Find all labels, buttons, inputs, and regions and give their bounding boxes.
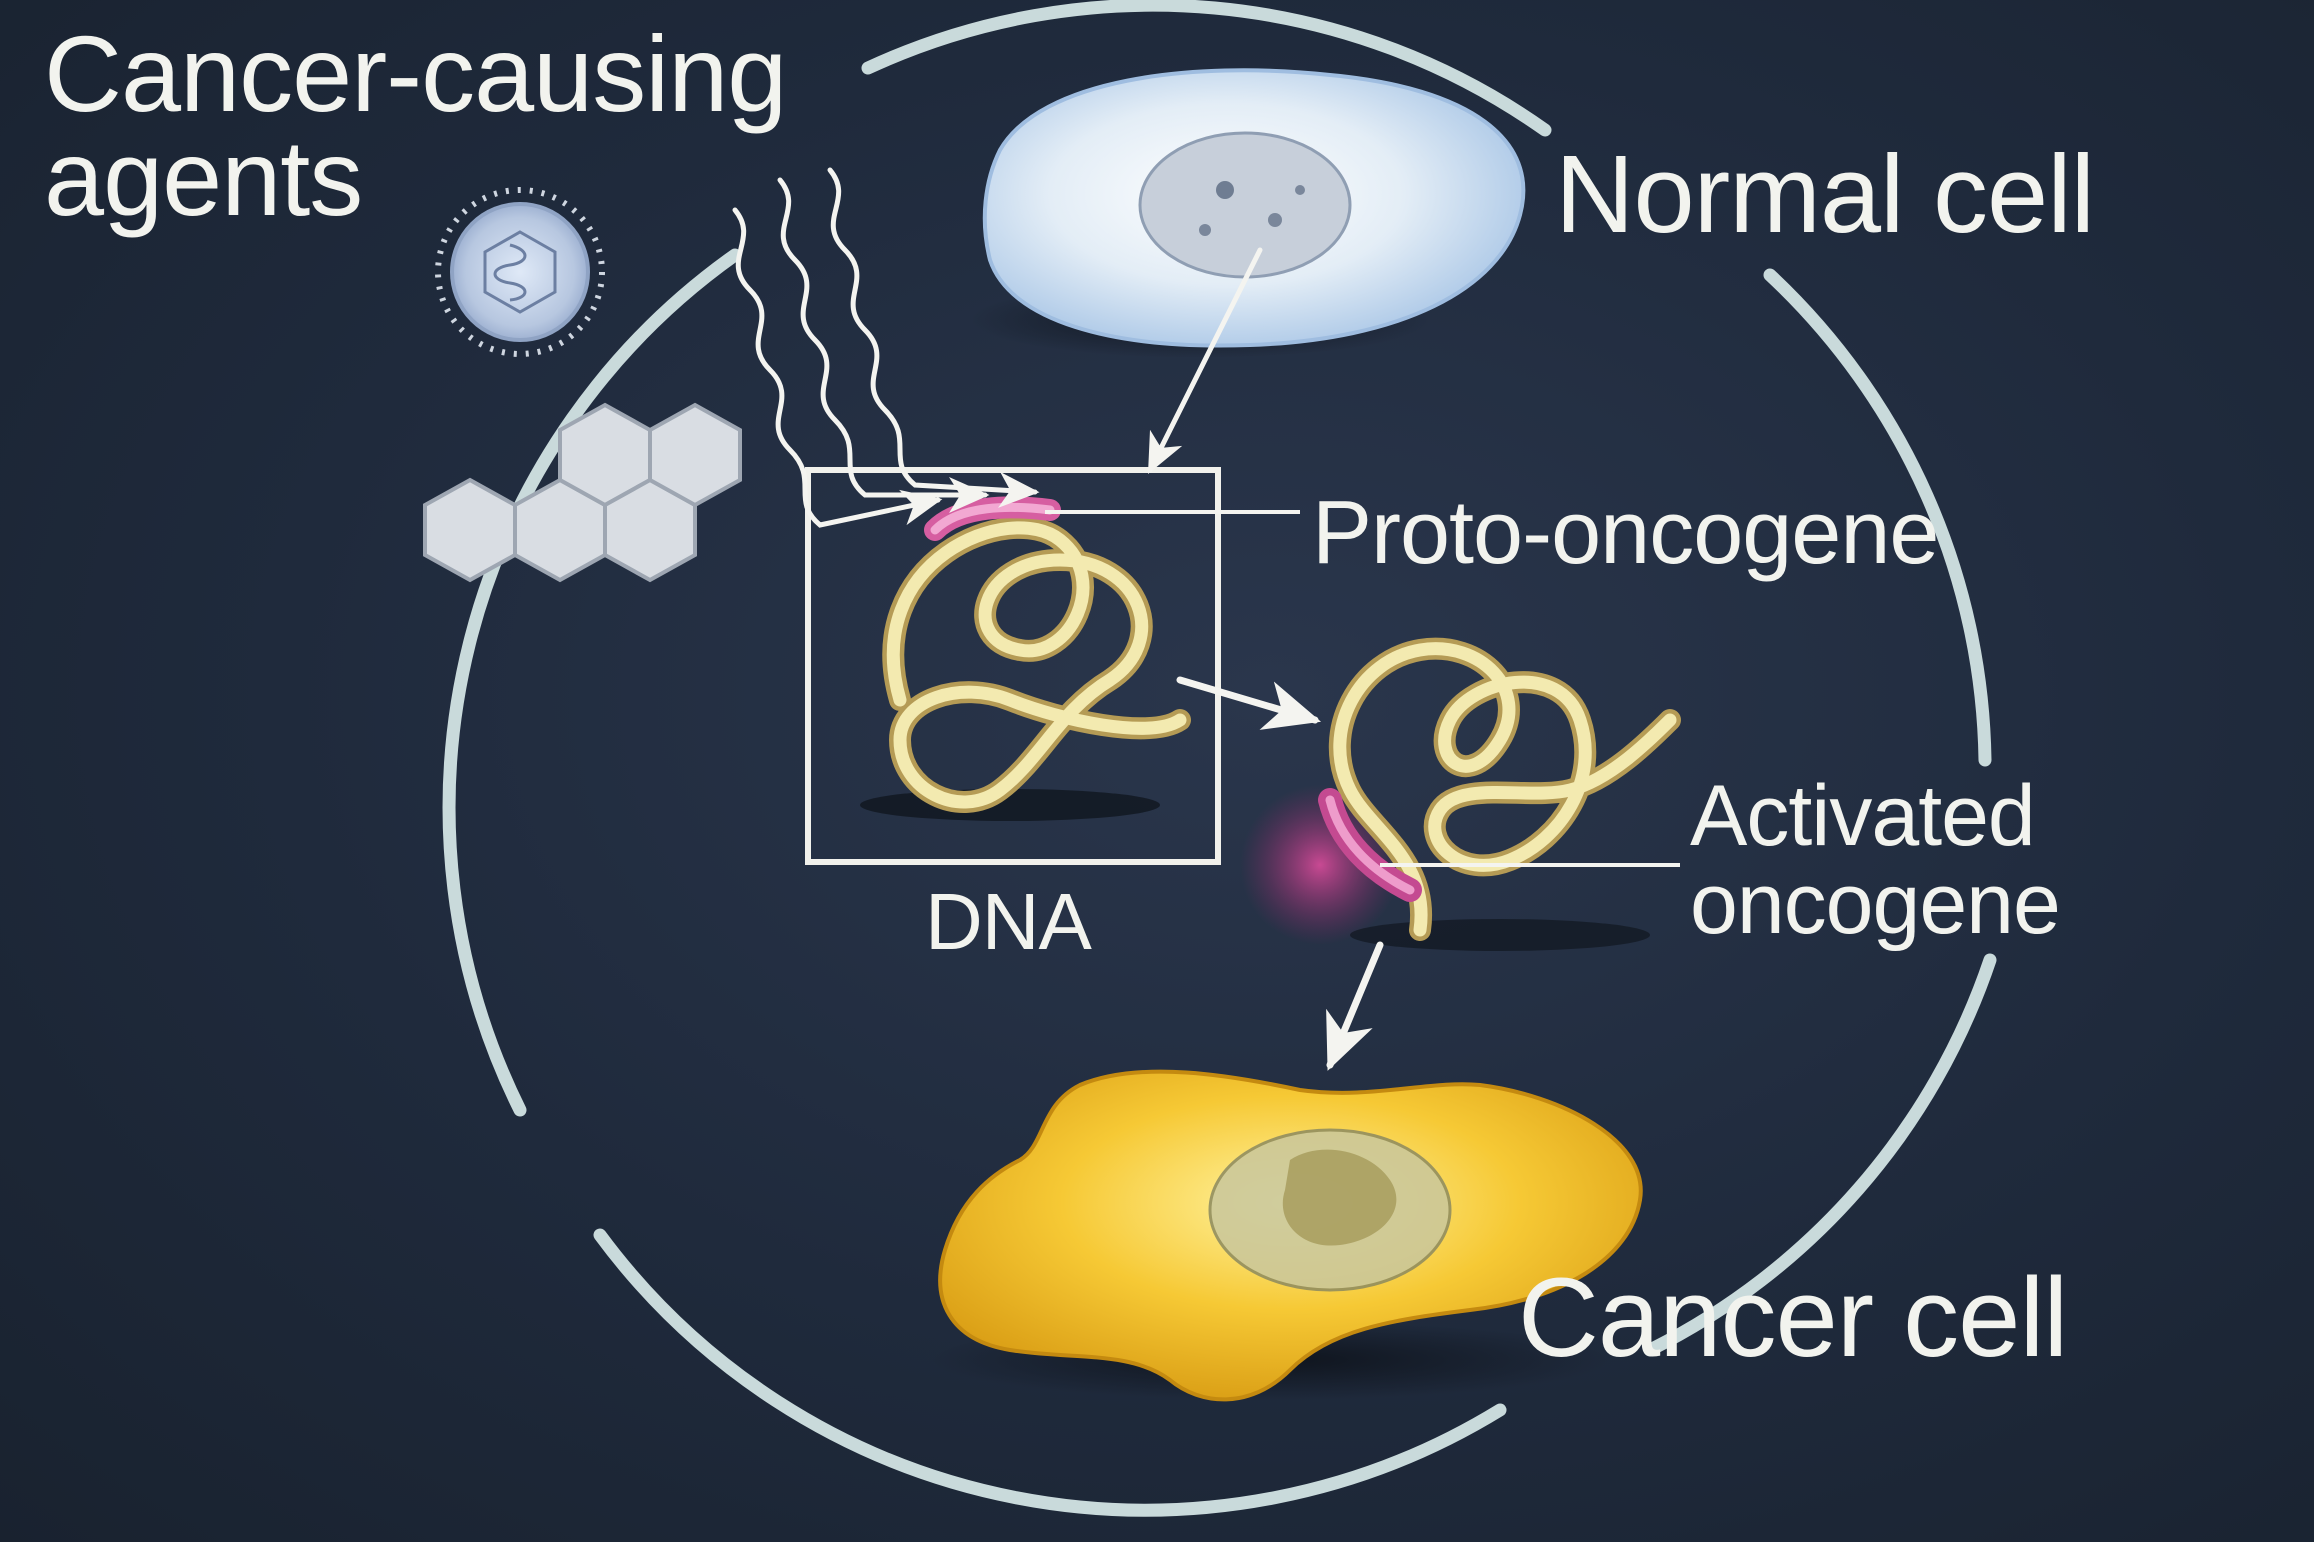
leader-lines <box>1045 510 1680 867</box>
cancer-cell-illustration <box>930 1069 1643 1402</box>
dna-box <box>805 467 1221 865</box>
virus-icon <box>435 187 605 357</box>
dna-strand-proto <box>860 496 1191 821</box>
normal-to-dna-arrow <box>1147 247 1263 475</box>
process-arrows <box>1147 247 1384 1071</box>
cancer-causing-agents-label: Cancer-causing agents <box>44 13 787 238</box>
cancer-cell-label: Cancer cell <box>1518 1255 2068 1380</box>
radiation-waves-icon <box>732 167 1040 528</box>
agents-label-line2: agents <box>44 117 363 238</box>
activated-oncogene-label: Activated oncogene <box>1690 768 2061 952</box>
dna-to-activated-arrow <box>1176 676 1322 730</box>
normal-cell-label: Normal cell <box>1555 133 2095 256</box>
chemical-ring-icon <box>423 402 742 583</box>
dna-label: DNA <box>925 877 1092 966</box>
cycle-ring <box>442 0 1997 1517</box>
proto-oncogene-label: Proto-oncogene <box>1312 483 1939 583</box>
activated-label-line1: Activated <box>1690 768 2036 864</box>
activated-to-cancer-arrow <box>1326 941 1384 1071</box>
normal-cell-illustration <box>970 68 1526 358</box>
agents-label-line1: Cancer-causing <box>44 13 787 134</box>
activated-label-line2: oncogene <box>1690 856 2061 952</box>
dna-strand-activated <box>1240 637 1681 951</box>
